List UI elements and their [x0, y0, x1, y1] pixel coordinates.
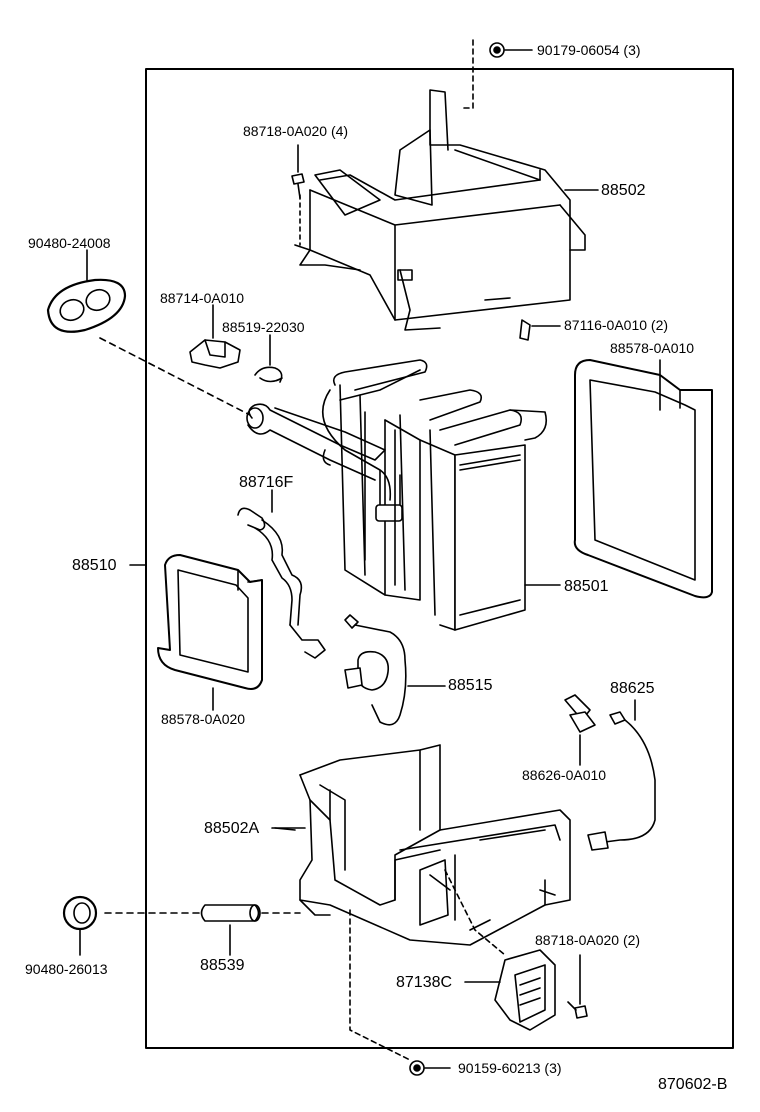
screw-bottom — [567, 954, 588, 1019]
label-90480-26013: 90480-26013 — [25, 961, 108, 977]
label-88578-0A020: 88578-0A020 — [161, 711, 246, 727]
label-88539: 88539 — [200, 957, 245, 974]
label-90179-06054: 90179-06054 (3) — [537, 42, 641, 58]
nut-top — [460, 39, 533, 109]
label-90159-60213: 90159-60213 (3) — [458, 1060, 562, 1076]
assembly-frame — [145, 68, 734, 1049]
label-88502A: 88502A — [204, 820, 260, 837]
clip-87116 — [519, 319, 561, 341]
label-90480-24008: 90480-24008 — [28, 235, 111, 251]
label-88718-0A020-bottom: 88718-0A020 (2) — [535, 932, 641, 948]
label-87138C: 87138C — [396, 974, 453, 991]
label-88515: 88515 — [448, 677, 493, 694]
grommet-90480-26013 — [62, 895, 201, 956]
grommet-90480-24008 — [46, 249, 251, 416]
screw-top — [291, 144, 305, 199]
label-88716F: 88716F — [239, 474, 294, 491]
sensor-88626 — [564, 694, 596, 766]
clip-88519 — [254, 334, 283, 383]
upper-case-88502 — [294, 89, 599, 331]
harness-88625 — [587, 699, 656, 851]
evaporator-88501 — [321, 359, 561, 631]
nut-bottom — [349, 909, 451, 1076]
resistor-87138C — [444, 869, 556, 1031]
expansion-valve-88716F — [237, 489, 326, 659]
label-88501: 88501 — [564, 578, 609, 595]
seal-88578-0A020 — [157, 554, 263, 711]
label-88714-0A010: 88714-0A010 — [160, 290, 245, 306]
clip-88714 — [189, 304, 241, 369]
drain-hose-88539 — [200, 904, 301, 956]
label-87116-0A010: 87116-0A010 (2) — [564, 317, 669, 333]
label-88578-0A010: 88578-0A010 — [610, 340, 695, 356]
label-88519-22030: 88519-22030 — [222, 319, 305, 335]
label-88626-0A010: 88626-0A010 — [522, 767, 607, 783]
thermistor-88515 — [344, 614, 446, 726]
figure-code: 870602-B — [658, 1076, 728, 1093]
label-88510: 88510 — [72, 557, 117, 574]
seal-88578-0A010 — [573, 359, 713, 599]
label-88502: 88502 — [601, 182, 646, 199]
label-88625: 88625 — [610, 680, 655, 697]
label-88718-0A020-top: 88718-0A020 (4) — [243, 123, 349, 139]
inlet-pipe — [246, 403, 386, 481]
lower-case-88502A — [274, 744, 571, 946]
